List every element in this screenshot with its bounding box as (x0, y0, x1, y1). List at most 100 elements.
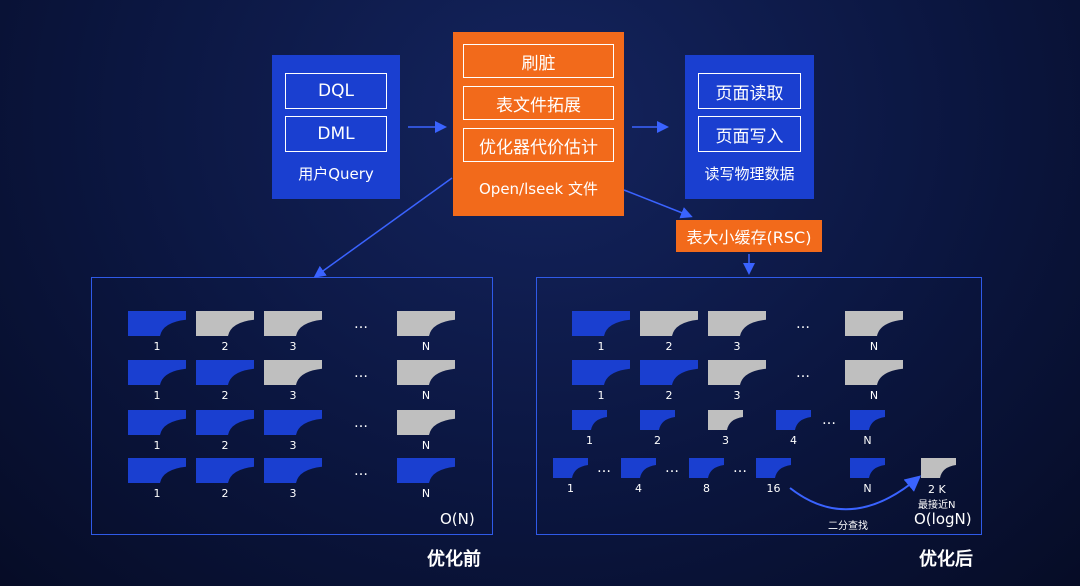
page-l1-2 (196, 311, 254, 336)
page-l4-2 (196, 458, 254, 483)
page-r1-3 (708, 311, 766, 336)
page-l1-2-label: 2 (221, 340, 229, 353)
page-l3-2-label: 2 (221, 439, 229, 452)
page-r3-4-label: 4 (790, 434, 797, 447)
rsc-cache-box: 表大小缓存(RSC) (676, 220, 822, 252)
before-panel (91, 277, 493, 535)
page-r2-1 (572, 360, 630, 385)
physical-data-box: 页面读取 页面写入 读写物理数据 (685, 55, 814, 199)
page-r3-3 (708, 410, 743, 430)
flush-dirty-item: 刷脏 (463, 44, 614, 78)
page-r4-4-label: 4 (635, 482, 642, 495)
result-page-label: 2 K (928, 483, 946, 496)
page-l1-N (397, 311, 455, 336)
page-l1-1 (128, 311, 186, 336)
after-title: 优化后 (919, 549, 973, 570)
page-r4-4 (621, 458, 656, 478)
page-l1-N-label: N (421, 340, 431, 353)
page-l3-N-label: N (421, 439, 431, 452)
page-r3-3-label: 3 (722, 434, 729, 447)
page-l3-1 (128, 410, 186, 435)
page-r1-1 (572, 311, 630, 336)
page-r4-8 (689, 458, 724, 478)
page-r2-2 (640, 360, 698, 385)
page-l4-N-label: N (421, 487, 431, 500)
page-r3-2-label: 2 (654, 434, 661, 447)
ellipsis-r4b: … (665, 460, 680, 476)
nearest-n-label: 最接近N (918, 500, 956, 511)
page-r1-N (845, 311, 903, 336)
page-r1-N-label: N (869, 340, 879, 353)
page-l2-3-label: 3 (289, 389, 297, 402)
page-r3-4 (776, 410, 811, 430)
page-r3-1 (572, 410, 607, 430)
page-l4-N (397, 458, 455, 483)
before-complexity: O(N) (440, 510, 475, 528)
page-l2-3 (264, 360, 322, 385)
page-l1-3-label: 3 (289, 340, 297, 353)
table-file-extend-item: 表文件拓展 (463, 86, 614, 120)
binary-search-label: 二分查找 (828, 521, 868, 532)
ellipsis-r1: … (796, 316, 811, 332)
page-write-item: 页面写入 (698, 116, 801, 152)
after-panel (536, 277, 982, 535)
page-l3-1-label: 1 (153, 439, 161, 452)
ellipsis-l2: … (354, 365, 369, 381)
page-r1-2 (640, 311, 698, 336)
page-read-item: 页面读取 (698, 73, 801, 109)
page-r2-1-label: 1 (597, 389, 605, 402)
page-l3-3-label: 3 (289, 439, 297, 452)
page-r3-N (850, 410, 885, 430)
page-r4-1-label: 1 (567, 482, 574, 495)
page-r4-N-label: N (863, 482, 872, 495)
physical-data-caption: 读写物理数据 (704, 165, 795, 183)
page-l2-1-label: 1 (153, 389, 161, 402)
ellipsis-r4a: … (597, 460, 612, 476)
page-r1-3-label: 3 (733, 340, 741, 353)
before-title: 优化前 (427, 549, 481, 570)
dml-item: DML (285, 116, 387, 152)
page-l2-N (397, 360, 455, 385)
page-l3-N (397, 410, 455, 435)
page-r3-1-label: 1 (586, 434, 593, 447)
page-r2-2-label: 2 (665, 389, 673, 402)
page-r2-N (845, 360, 903, 385)
page-r3-2 (640, 410, 675, 430)
page-l3-3 (264, 410, 322, 435)
page-r2-3 (708, 360, 766, 385)
page-l2-2-label: 2 (221, 389, 229, 402)
page-r2-3-label: 3 (733, 389, 741, 402)
page-r4-16-label: 16 (766, 482, 781, 495)
open-lseek-box: 刷脏 表文件拓展 优化器代价估计 Open/lseek 文件 (453, 32, 624, 216)
ellipsis-l1: … (354, 316, 369, 332)
ellipsis-r3: … (822, 412, 837, 428)
page-l3-2 (196, 410, 254, 435)
page-l4-3-label: 3 (289, 487, 297, 500)
page-r2-N-label: N (869, 389, 879, 402)
after-complexity: O(logN) (914, 510, 972, 528)
user-query-box: DQL DML 用户Query (272, 55, 400, 199)
result-page (921, 458, 956, 478)
page-l2-N-label: N (421, 389, 431, 402)
page-r4-1 (553, 458, 588, 478)
page-l1-3 (264, 311, 322, 336)
dql-item: DQL (285, 73, 387, 109)
page-l1-1-label: 1 (153, 340, 161, 353)
page-r4-8-label: 8 (703, 482, 710, 495)
page-r4-N (850, 458, 885, 478)
user-query-caption: 用户Query (298, 165, 374, 183)
page-r1-2-label: 2 (665, 340, 673, 353)
ellipsis-r2: … (796, 365, 811, 381)
page-l4-2-label: 2 (221, 487, 229, 500)
page-l4-3 (264, 458, 322, 483)
page-r4-16 (756, 458, 791, 478)
page-l2-2 (196, 360, 254, 385)
ellipsis-l3: … (354, 415, 369, 431)
open-lseek-caption: Open/lseek 文件 (478, 180, 598, 198)
page-l4-1 (128, 458, 186, 483)
page-l4-1-label: 1 (153, 487, 161, 500)
ellipsis-r4c: … (733, 460, 748, 476)
page-r1-1-label: 1 (597, 340, 605, 353)
optimizer-cost-item: 优化器代价估计 (463, 128, 614, 162)
